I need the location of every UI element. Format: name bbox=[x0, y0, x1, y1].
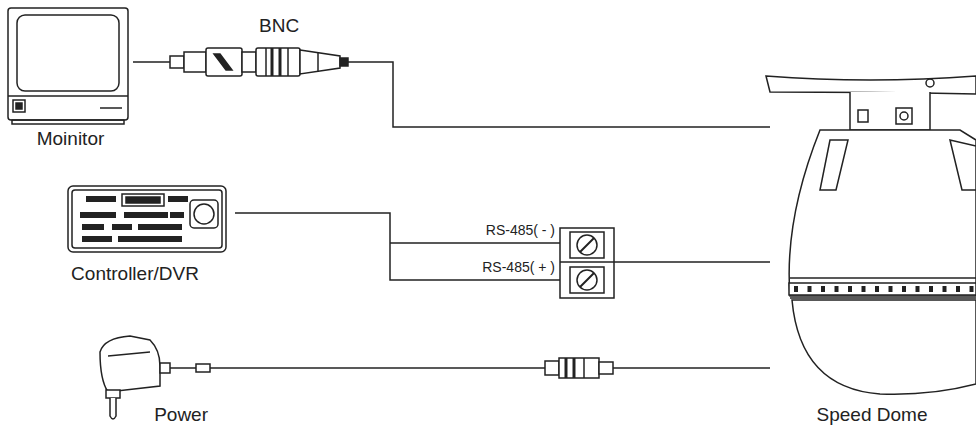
cable bbox=[235, 213, 770, 280]
monitor-icon bbox=[8, 8, 128, 124]
terminal-block bbox=[560, 228, 614, 298]
connector-name: BNC bbox=[258, 16, 300, 36]
inline-plug bbox=[545, 358, 613, 378]
controller-icon bbox=[68, 186, 226, 252]
speed-dome-icon bbox=[766, 76, 976, 394]
cable bbox=[210, 368, 770, 369]
bnc-connector bbox=[170, 48, 348, 76]
device-node: Controller/DVR bbox=[35, 185, 235, 287]
signal-name: RS-485( - ) bbox=[485, 223, 556, 238]
device-caption: Moinitor bbox=[37, 128, 105, 150]
device-caption: Speed Dome bbox=[817, 404, 928, 426]
signal-name: RS-485( + ) bbox=[481, 260, 556, 275]
device-caption: Power bbox=[154, 404, 208, 426]
device-caption: Controller/DVR bbox=[71, 263, 199, 285]
device-node: Speed Dome bbox=[770, 78, 974, 428]
device-node: Power bbox=[90, 325, 210, 428]
device-node: Moinitor bbox=[8, 2, 133, 152]
